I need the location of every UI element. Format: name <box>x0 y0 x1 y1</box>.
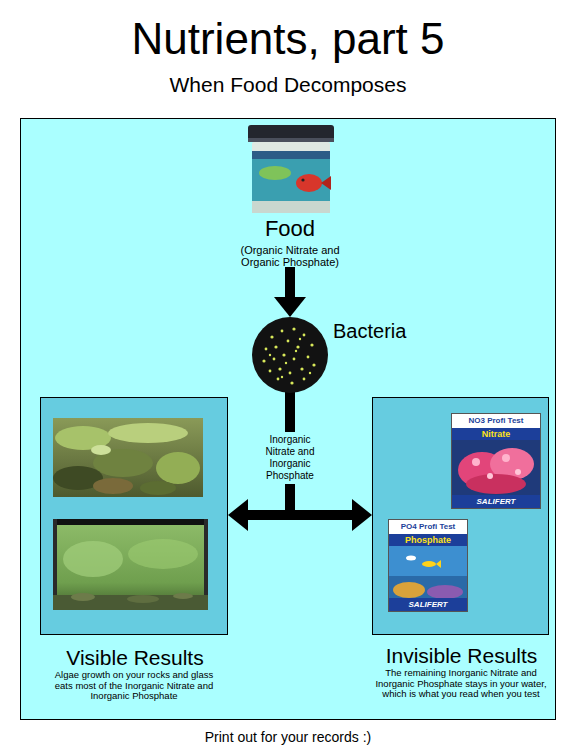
label-text: NO3 Profi Test <box>469 416 524 425</box>
box-body: The remaining Inorganic Nitrate and Inor… <box>371 668 551 700</box>
jar-fish-tail <box>321 176 331 190</box>
kit-footer: SALIFERT <box>452 495 540 508</box>
kit-header: NO3 Profi Test <box>452 414 540 428</box>
kit-band: Phosphate <box>389 534 467 546</box>
nitrate-test-kit: NO3 Profi Test Nitrate SALIFERT <box>451 413 541 509</box>
label-text: SALIFERT <box>477 497 516 506</box>
bacteria-circle: Bacteria <box>252 317 328 393</box>
node-label: Bacteria <box>333 319 406 343</box>
subtitle: When Food Decomposes <box>0 72 576 98</box>
box-heading: Visible Results <box>21 646 249 670</box>
jar-label-mark <box>259 166 291 180</box>
algae-rock-photo <box>53 418 203 497</box>
jar-body <box>252 142 330 213</box>
label-text: PO4 Profi Test <box>401 522 456 531</box>
connector-shaft <box>285 272 295 299</box>
arrow-head <box>274 297 306 317</box>
kit-band: Nitrate <box>452 428 540 440</box>
connector <box>274 272 306 317</box>
jar-fish <box>296 174 322 192</box>
box-body: Algae growth on your rocks and glass eat… <box>45 670 223 702</box>
phosphate-test-kit: PO4 Profi Test Phosphate SALIFERT <box>388 519 468 612</box>
node-heading: Food <box>215 216 365 242</box>
jar-fish-eye <box>301 178 304 181</box>
jar-bottom <box>252 201 330 213</box>
label-text: SALIFERT <box>409 600 448 609</box>
jar-rim <box>248 138 334 142</box>
kit-footer: SALIFERT <box>389 598 467 611</box>
label-text: Phosphate <box>405 535 451 545</box>
arrow-head <box>352 499 372 531</box>
node-note: (Organic Nitrate and Organic Phosphate) <box>230 244 350 268</box>
jar-label <box>252 151 330 201</box>
reef-picture <box>389 546 467 599</box>
coral-picture <box>452 440 540 496</box>
connector-label: Inorganic Nitrate and Inorganic Phosphat… <box>261 432 319 484</box>
bacteria-dots <box>252 317 328 393</box>
title: Nutrients, part 5 <box>0 14 576 64</box>
arrow-head <box>228 499 248 531</box>
jar-label-band <box>252 151 330 159</box>
green-tank-photo <box>53 519 208 610</box>
label-text: Nitrate <box>482 429 511 439</box>
label-text: Print out for your records :) <box>0 728 576 746</box>
jar-lid <box>248 125 334 142</box>
box-heading: Invisible Results <box>353 644 570 668</box>
food-jar-illustration <box>245 125 337 215</box>
kit-header: PO4 Profi Test <box>389 520 467 534</box>
